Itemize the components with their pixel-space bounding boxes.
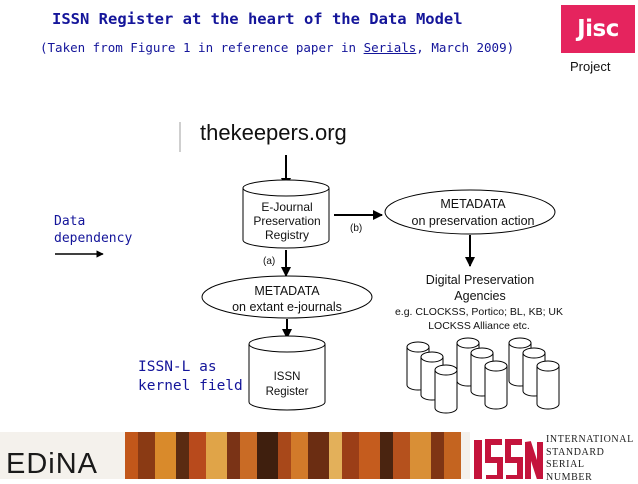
issn-word-4: NUMBER — [546, 472, 634, 484]
issn-letter-i — [474, 440, 482, 479]
banner-stripe — [206, 432, 227, 479]
issn-register-label: ISSN Register — [254, 370, 320, 400]
banner-stripe — [380, 432, 393, 479]
banner-stripe — [138, 432, 155, 479]
banner-stripe — [342, 432, 359, 479]
source-website-label: thekeepers.org — [200, 120, 347, 146]
issn-word-2: STANDARD — [546, 447, 634, 460]
metadata-preservation-sub: on preservation action — [388, 213, 558, 230]
kernel-line1: ISSN-L as — [138, 358, 243, 377]
issn-full-name: INTERNATIONAL STANDARD SERIAL NUMBER — [546, 434, 634, 484]
issn-word-3: SERIAL — [546, 459, 634, 472]
banner-stripe — [155, 432, 176, 479]
agencies-title: Digital Preservation Agencies — [400, 272, 560, 304]
agency-cylinder-6 — [435, 365, 457, 413]
kernel-line2: kernel field — [138, 377, 243, 396]
banner-stripe — [393, 432, 410, 479]
banner-stripe — [291, 432, 308, 479]
metadata-preservation-title: METADATA — [388, 196, 558, 213]
agency-cylinders — [407, 338, 559, 413]
banner-stripe — [227, 432, 240, 479]
banner-stripe — [176, 432, 189, 479]
edge-label-a: (a) — [263, 256, 275, 267]
agency-cylinder-7 — [485, 361, 507, 409]
ejournal-registry-label: E-Journal Preservation Registry — [246, 200, 328, 242]
banner-stripe — [444, 432, 461, 479]
banner-stripe — [257, 432, 278, 479]
banner-stripe — [359, 432, 380, 479]
banner-stripe — [410, 432, 431, 479]
banner-stripe — [431, 432, 444, 479]
legend-label-line1: Data — [54, 213, 132, 230]
banner-stripe — [189, 432, 206, 479]
metadata-extant-sub: on extant e-journals — [212, 299, 362, 315]
metadata-extant-title: METADATA — [212, 283, 362, 299]
issn-word-1: INTERNATIONAL — [546, 434, 634, 447]
edge-label-b: (b) — [350, 223, 362, 234]
banner-stripe — [308, 432, 329, 479]
agencies-examples: e.g. CLOCKSS, Portico; BL, KB; UK LOCKSS… — [388, 305, 570, 333]
banner-stripe — [240, 432, 257, 479]
banner-stripe — [329, 432, 342, 479]
banner-stripe — [278, 432, 291, 479]
edina-logo: EDiNA — [6, 448, 98, 481]
legend-label-line2: dependency — [54, 230, 132, 247]
agency-cylinder-8 — [537, 361, 559, 409]
banner-stripe — [125, 432, 138, 479]
